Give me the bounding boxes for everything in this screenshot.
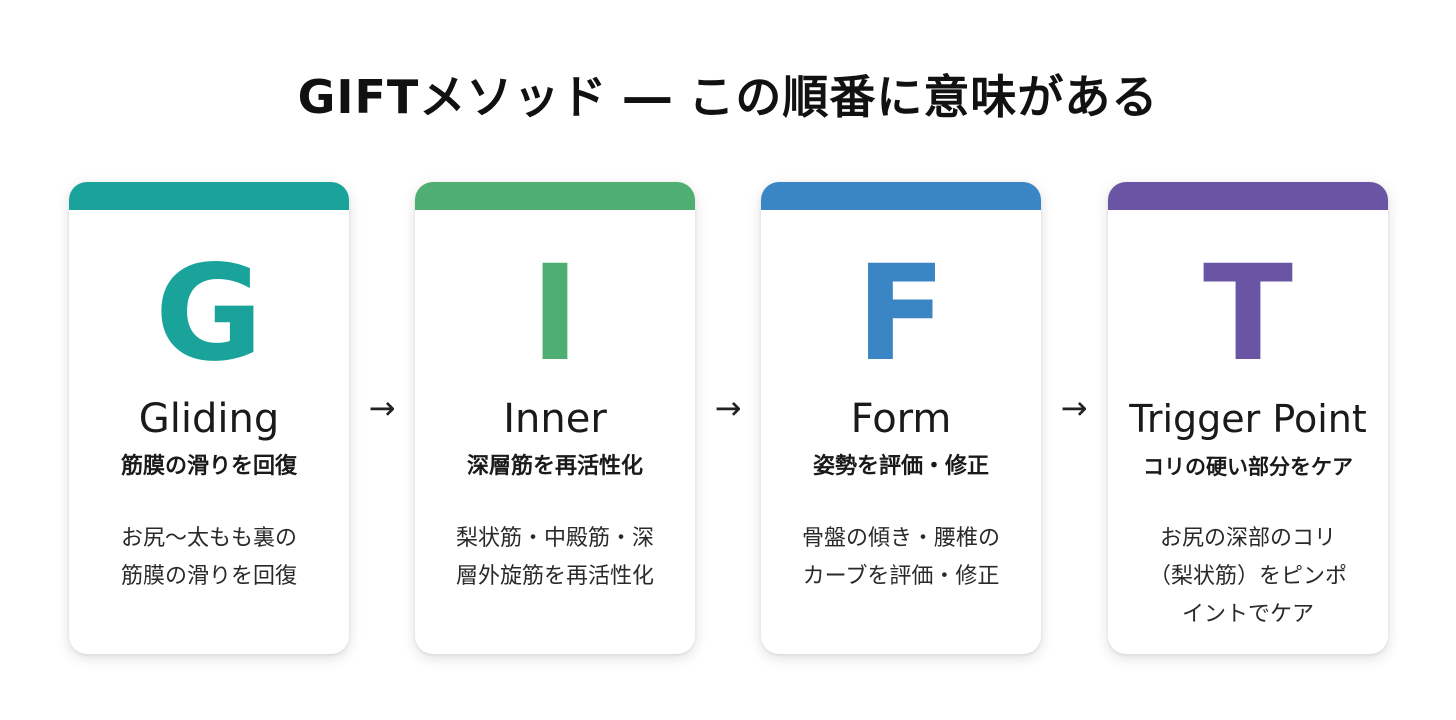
card-subtitle: 深層筋を再活性化: [466, 454, 643, 479]
card-description-line: 層外旋筋を再活性化: [455, 564, 654, 589]
card-letter: G: [154, 237, 264, 391]
card-name: Trigger Point: [1129, 397, 1367, 441]
page-title: GIFTメソッド ― この順番に意味がある: [297, 70, 1159, 124]
card-description-line: イントでケア: [1181, 602, 1314, 627]
card-description: 骨盤の傾き・腰椎の カーブを評価・修正: [781, 520, 1021, 596]
card-description-line: 筋膜の滑りを回復: [120, 564, 297, 589]
card-description: お尻の深部のコリ （梨状筋）をピンポ イントでケア: [1128, 520, 1368, 634]
card-gliding: G Gliding 筋膜の滑りを回復 お尻〜太もも裏の 筋膜の滑りを回復: [69, 182, 349, 654]
arrow-right-icon: →: [1060, 389, 1088, 427]
card-name: Gliding: [138, 396, 280, 442]
card-description-line: お尻の深部のコリ: [1159, 526, 1336, 551]
card-subtitle: 筋膜の滑りを回復: [120, 454, 297, 479]
card-header-bar: [1108, 182, 1388, 210]
card-description-line: （梨状筋）をピンポ: [1148, 564, 1347, 589]
card-header-bar: [69, 182, 349, 210]
card-form: F Form 姿勢を評価・修正 骨盤の傾き・腰椎の カーブを評価・修正: [761, 182, 1041, 654]
card-letter: T: [1202, 237, 1294, 391]
card-inner: I Inner 深層筋を再活性化 梨状筋・中殿筋・深 層外旋筋を再活性化: [415, 182, 695, 654]
card-letter: I: [530, 237, 580, 391]
card-description-line: 骨盤の傾き・腰椎の: [801, 526, 1000, 551]
card-name: Inner: [503, 396, 607, 442]
card-subtitle: コリの硬い部分をケア: [1143, 455, 1353, 479]
card-description-line: カーブを評価・修正: [802, 564, 1000, 589]
card-subtitle: 姿勢を評価・修正: [812, 454, 989, 479]
card-name: Form: [850, 396, 952, 442]
card-letter: F: [855, 237, 947, 391]
card-description-line: お尻〜太もも裏の: [120, 526, 297, 551]
arrow-right-icon: →: [368, 389, 396, 427]
arrow-right-icon: →: [714, 389, 742, 427]
card-description: お尻〜太もも裏の 筋膜の滑りを回復: [89, 520, 329, 596]
card-header-bar: [415, 182, 695, 210]
card-description: 梨状筋・中殿筋・深 層外旋筋を再活性化: [435, 520, 675, 596]
card-header-bar: [761, 182, 1041, 210]
card-trigger-point: T Trigger Point コリの硬い部分をケア お尻の深部のコリ （梨状筋…: [1108, 182, 1388, 654]
card-description-line: 梨状筋・中殿筋・深: [455, 526, 654, 551]
